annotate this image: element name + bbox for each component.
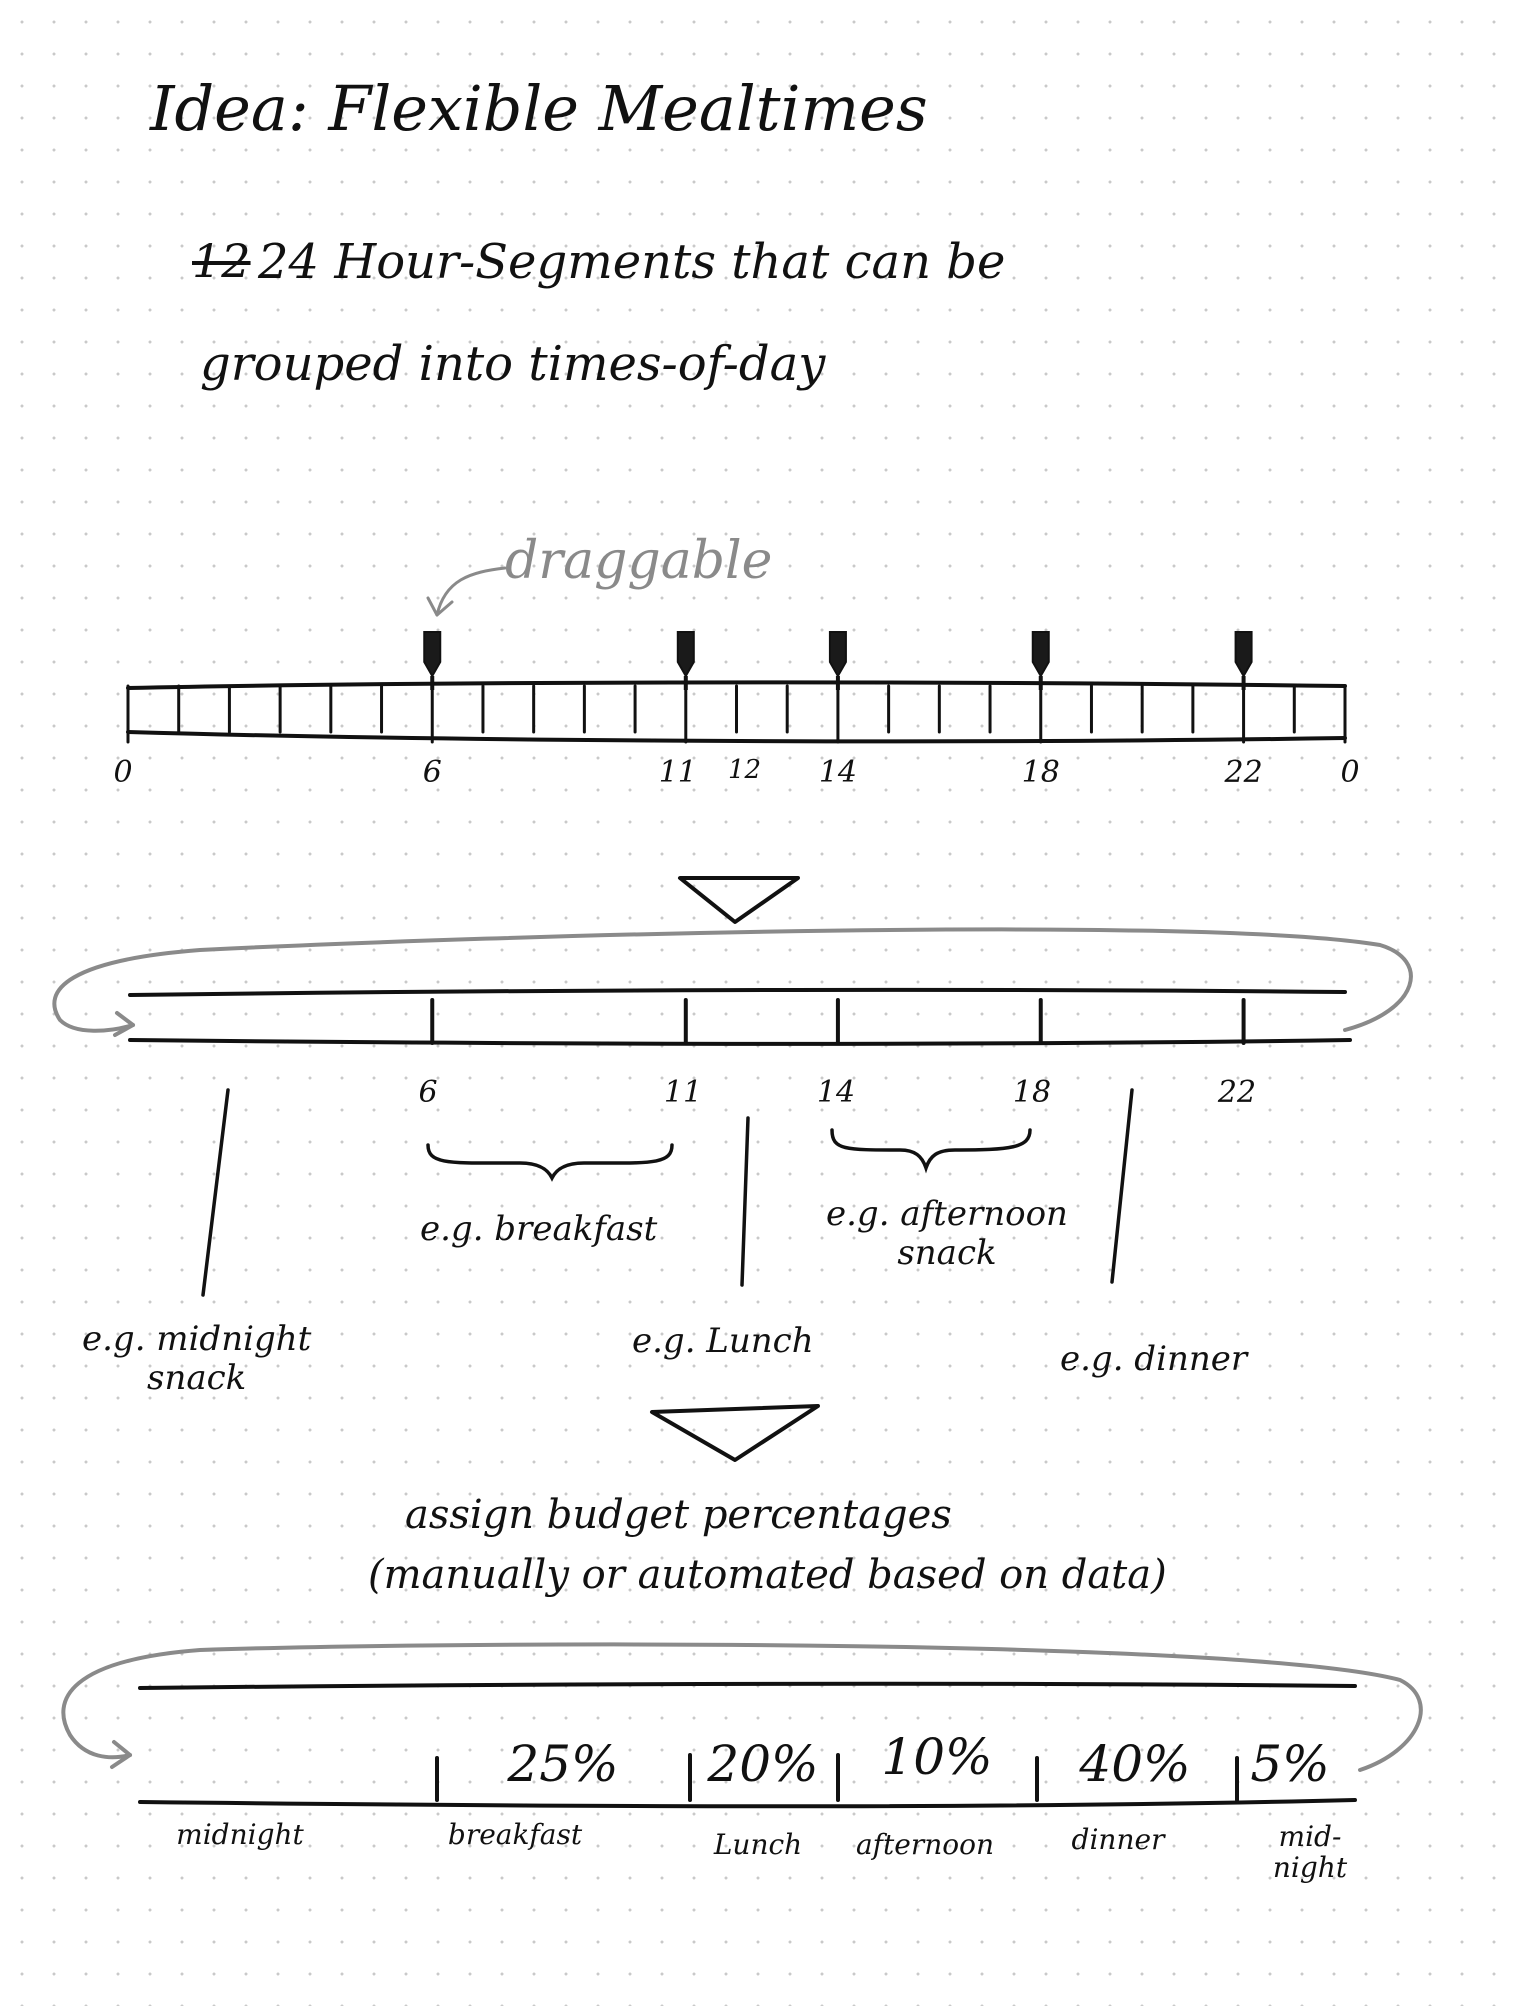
grouped-label-18: 18 [1012, 1075, 1052, 1110]
wrap-around-arrowhead-2 [110, 1740, 132, 1769]
ruler-label-6: 22 [1224, 755, 1263, 790]
example-dinner: e.g. dinner [1060, 1339, 1248, 1379]
drag-handle-11[interactable] [676, 631, 695, 690]
grouped-label-14: 14 [816, 1075, 856, 1110]
down-arrow-2 [650, 1404, 820, 1462]
ruler-label-4: 14 [818, 755, 857, 790]
budget-caption-line-2: (manually or automated based on data) [368, 1552, 1167, 1598]
grouped-label-22: 22 [1217, 1075, 1257, 1110]
draggable-label: draggable [505, 531, 773, 591]
budget-percent-midnight[interactable]: 5% [1250, 1735, 1330, 1793]
segment-label-midnight-end: mid- night [1272, 1820, 1348, 1884]
breakfast-brace [426, 1143, 674, 1182]
segment-label-afternoon: afternoon [855, 1828, 995, 1861]
ruler-label-0: 0 [113, 755, 133, 790]
segment-label-breakfast: breakfast [447, 1818, 583, 1851]
down-arrow-1 [678, 876, 800, 924]
hour-ruler[interactable] [126, 680, 1347, 744]
subtitle-line-1: 24 Hour-Segments that can be [258, 234, 1006, 290]
ruler-label-5: 18 [1021, 755, 1060, 790]
ruler-label-3: 12 [727, 755, 762, 785]
grouped-dividers[interactable] [430, 998, 1246, 1045]
example-afternoon-snack: e.g. afternoon snack [826, 1194, 1068, 1274]
grouped-timeline [128, 987, 1352, 1046]
ruler-label-2: 11 [658, 755, 697, 790]
budget-percent-afternoon[interactable]: 10% [881, 1728, 993, 1786]
example-breakfast: e.g. breakfast [420, 1209, 658, 1249]
example-pointers [201, 1088, 1134, 1297]
example-lunch: e.g. Lunch [632, 1321, 814, 1361]
drag-handle-14[interactable] [828, 631, 847, 690]
budget-percent-breakfast[interactable]: 25% [507, 1735, 619, 1793]
budget-percent-lunch[interactable]: 20% [707, 1735, 819, 1793]
segment-label-lunch: Lunch [713, 1828, 803, 1861]
ruler-hour-ticks [126, 684, 1347, 744]
page-title: Idea: Flexible Mealtimes [150, 72, 928, 145]
drag-handle-18[interactable] [1031, 631, 1050, 690]
ruler-bottom-edge [126, 730, 1347, 744]
budget-timeline [138, 1681, 1357, 1809]
example-midnight-snack: e.g. midnight snack [82, 1319, 312, 1399]
draggable-annotation-arrow [426, 566, 507, 617]
wrap-around-loop-2 [61, 1642, 1423, 1772]
segment-label-midnight: midnight [176, 1818, 304, 1851]
ruler-label-7: 0 [1340, 755, 1360, 790]
wrap-around-loop-1 [52, 927, 1413, 1033]
grouped-label-6: 6 [418, 1075, 438, 1110]
ruler-label-1: 6 [422, 755, 442, 790]
budget-dividers[interactable] [435, 1753, 1239, 1802]
ruler-handles[interactable] [423, 631, 1253, 690]
budget-percent-dinner[interactable]: 40% [1079, 1735, 1191, 1793]
grouped-label-11: 11 [663, 1075, 703, 1110]
afternoon-brace [830, 1128, 1032, 1174]
ruler-top-edge [126, 680, 1347, 690]
budget-caption-line-1: assign budget percentages [405, 1492, 952, 1538]
wrap-around-arrowhead-1 [113, 1011, 135, 1037]
segment-label-dinner: dinner [1071, 1823, 1165, 1856]
drag-handle-6[interactable] [423, 631, 442, 690]
subtitle-line-2: grouped into times-of-day [200, 336, 826, 392]
struck-number: 12 [192, 234, 251, 288]
drag-handle-22[interactable] [1234, 631, 1253, 690]
